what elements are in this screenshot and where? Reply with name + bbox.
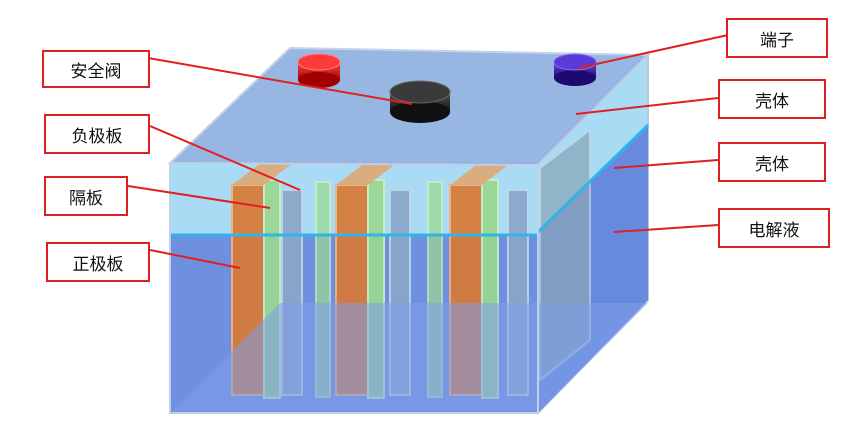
- leader-negative-plate: [149, 125, 301, 191]
- label-negative-plate: 负极板: [44, 114, 150, 154]
- safety-valve: [389, 80, 451, 123]
- label-terminal: 端子: [726, 18, 828, 58]
- leader-electrolyte: [613, 224, 719, 233]
- terminal-negative: [553, 53, 597, 86]
- leader-case-side: [613, 159, 719, 169]
- label-case-side: 壳体: [718, 142, 826, 182]
- leader-separator: [127, 185, 271, 209]
- terminal-positive: [297, 53, 341, 88]
- plate-top-edge: [336, 162, 398, 185]
- plate-top-edge: [450, 162, 512, 185]
- leader-positive-plate: [149, 249, 241, 269]
- leader-case-lid: [575, 97, 719, 115]
- leader-safety-valve: [147, 57, 413, 105]
- label-safety-valve: 安全阀: [42, 50, 150, 88]
- label-separator: 隔板: [44, 176, 128, 216]
- case-bottom: [170, 303, 648, 413]
- leader-terminal: [577, 34, 729, 69]
- label-positive-plate: 正极板: [46, 242, 150, 282]
- electrolyte-surface-side: [536, 123, 650, 234]
- label-case-lid: 壳体: [718, 79, 826, 119]
- leader-lines: [127, 34, 729, 269]
- label-electrolyte: 电解液: [718, 208, 830, 248]
